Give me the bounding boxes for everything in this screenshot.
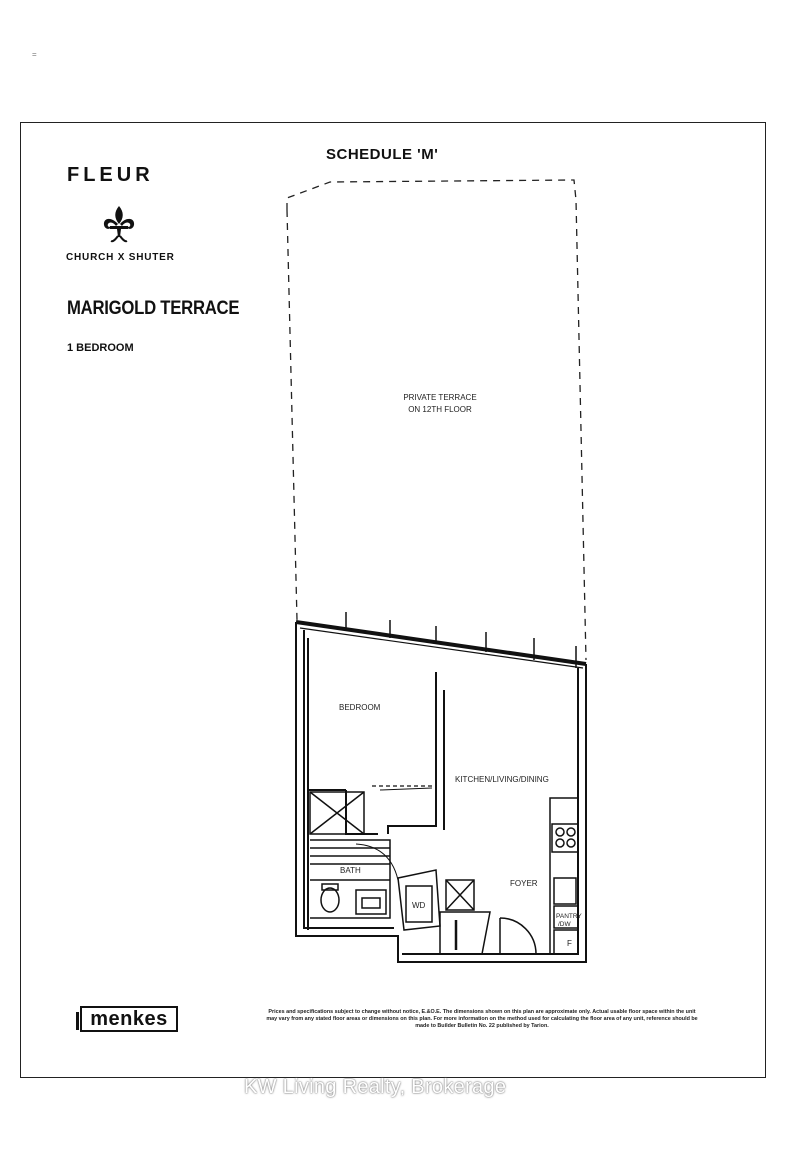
bath-label: BATH [340, 866, 361, 875]
brand-title: FLEUR [67, 164, 154, 186]
terrace-label-line1: PRIVATE TERRACE [403, 393, 476, 402]
laundry-closet [397, 869, 441, 931]
mechanical-shaft [439, 879, 491, 955]
terrace-label-line2: ON 12TH FLOOR [408, 405, 472, 414]
closet [309, 791, 365, 835]
menkes-logo: menkes [76, 1006, 178, 1032]
brokerage-watermark: KW Living Realty, Brokerage [244, 1076, 507, 1098]
pantry-label-line1: PANTRY [556, 913, 582, 920]
entry-door [499, 917, 537, 955]
window-wall [295, 612, 587, 669]
unit-name: MARIGOLD TERRACE [67, 298, 240, 319]
floor-plan-sheet [20, 122, 766, 1078]
disclaimer-text: Prices and specifications subject to cha… [266, 1009, 698, 1029]
kitchen-counter [549, 797, 579, 955]
kitchen-label: KITCHEN/LIVING/DINING [455, 775, 549, 784]
wd-label: WD [412, 901, 426, 910]
unit-type: 1 BEDROOM [67, 342, 134, 354]
fleur-de-lis-icon [103, 206, 135, 243]
terrace-outline [286, 179, 587, 661]
schedule-title: SCHEDULE 'M' [326, 146, 439, 163]
bedroom-label: BEDROOM [339, 703, 381, 712]
fridge-label: F [567, 939, 572, 948]
bedroom-walls [345, 672, 445, 835]
pantry-label-line2: /DW [558, 921, 572, 928]
location-subtitle: CHURCH X SHUTER [66, 252, 175, 263]
scan-mark: = [32, 50, 37, 59]
bathroom [310, 839, 399, 919]
foyer-label: FOYER [510, 879, 538, 888]
